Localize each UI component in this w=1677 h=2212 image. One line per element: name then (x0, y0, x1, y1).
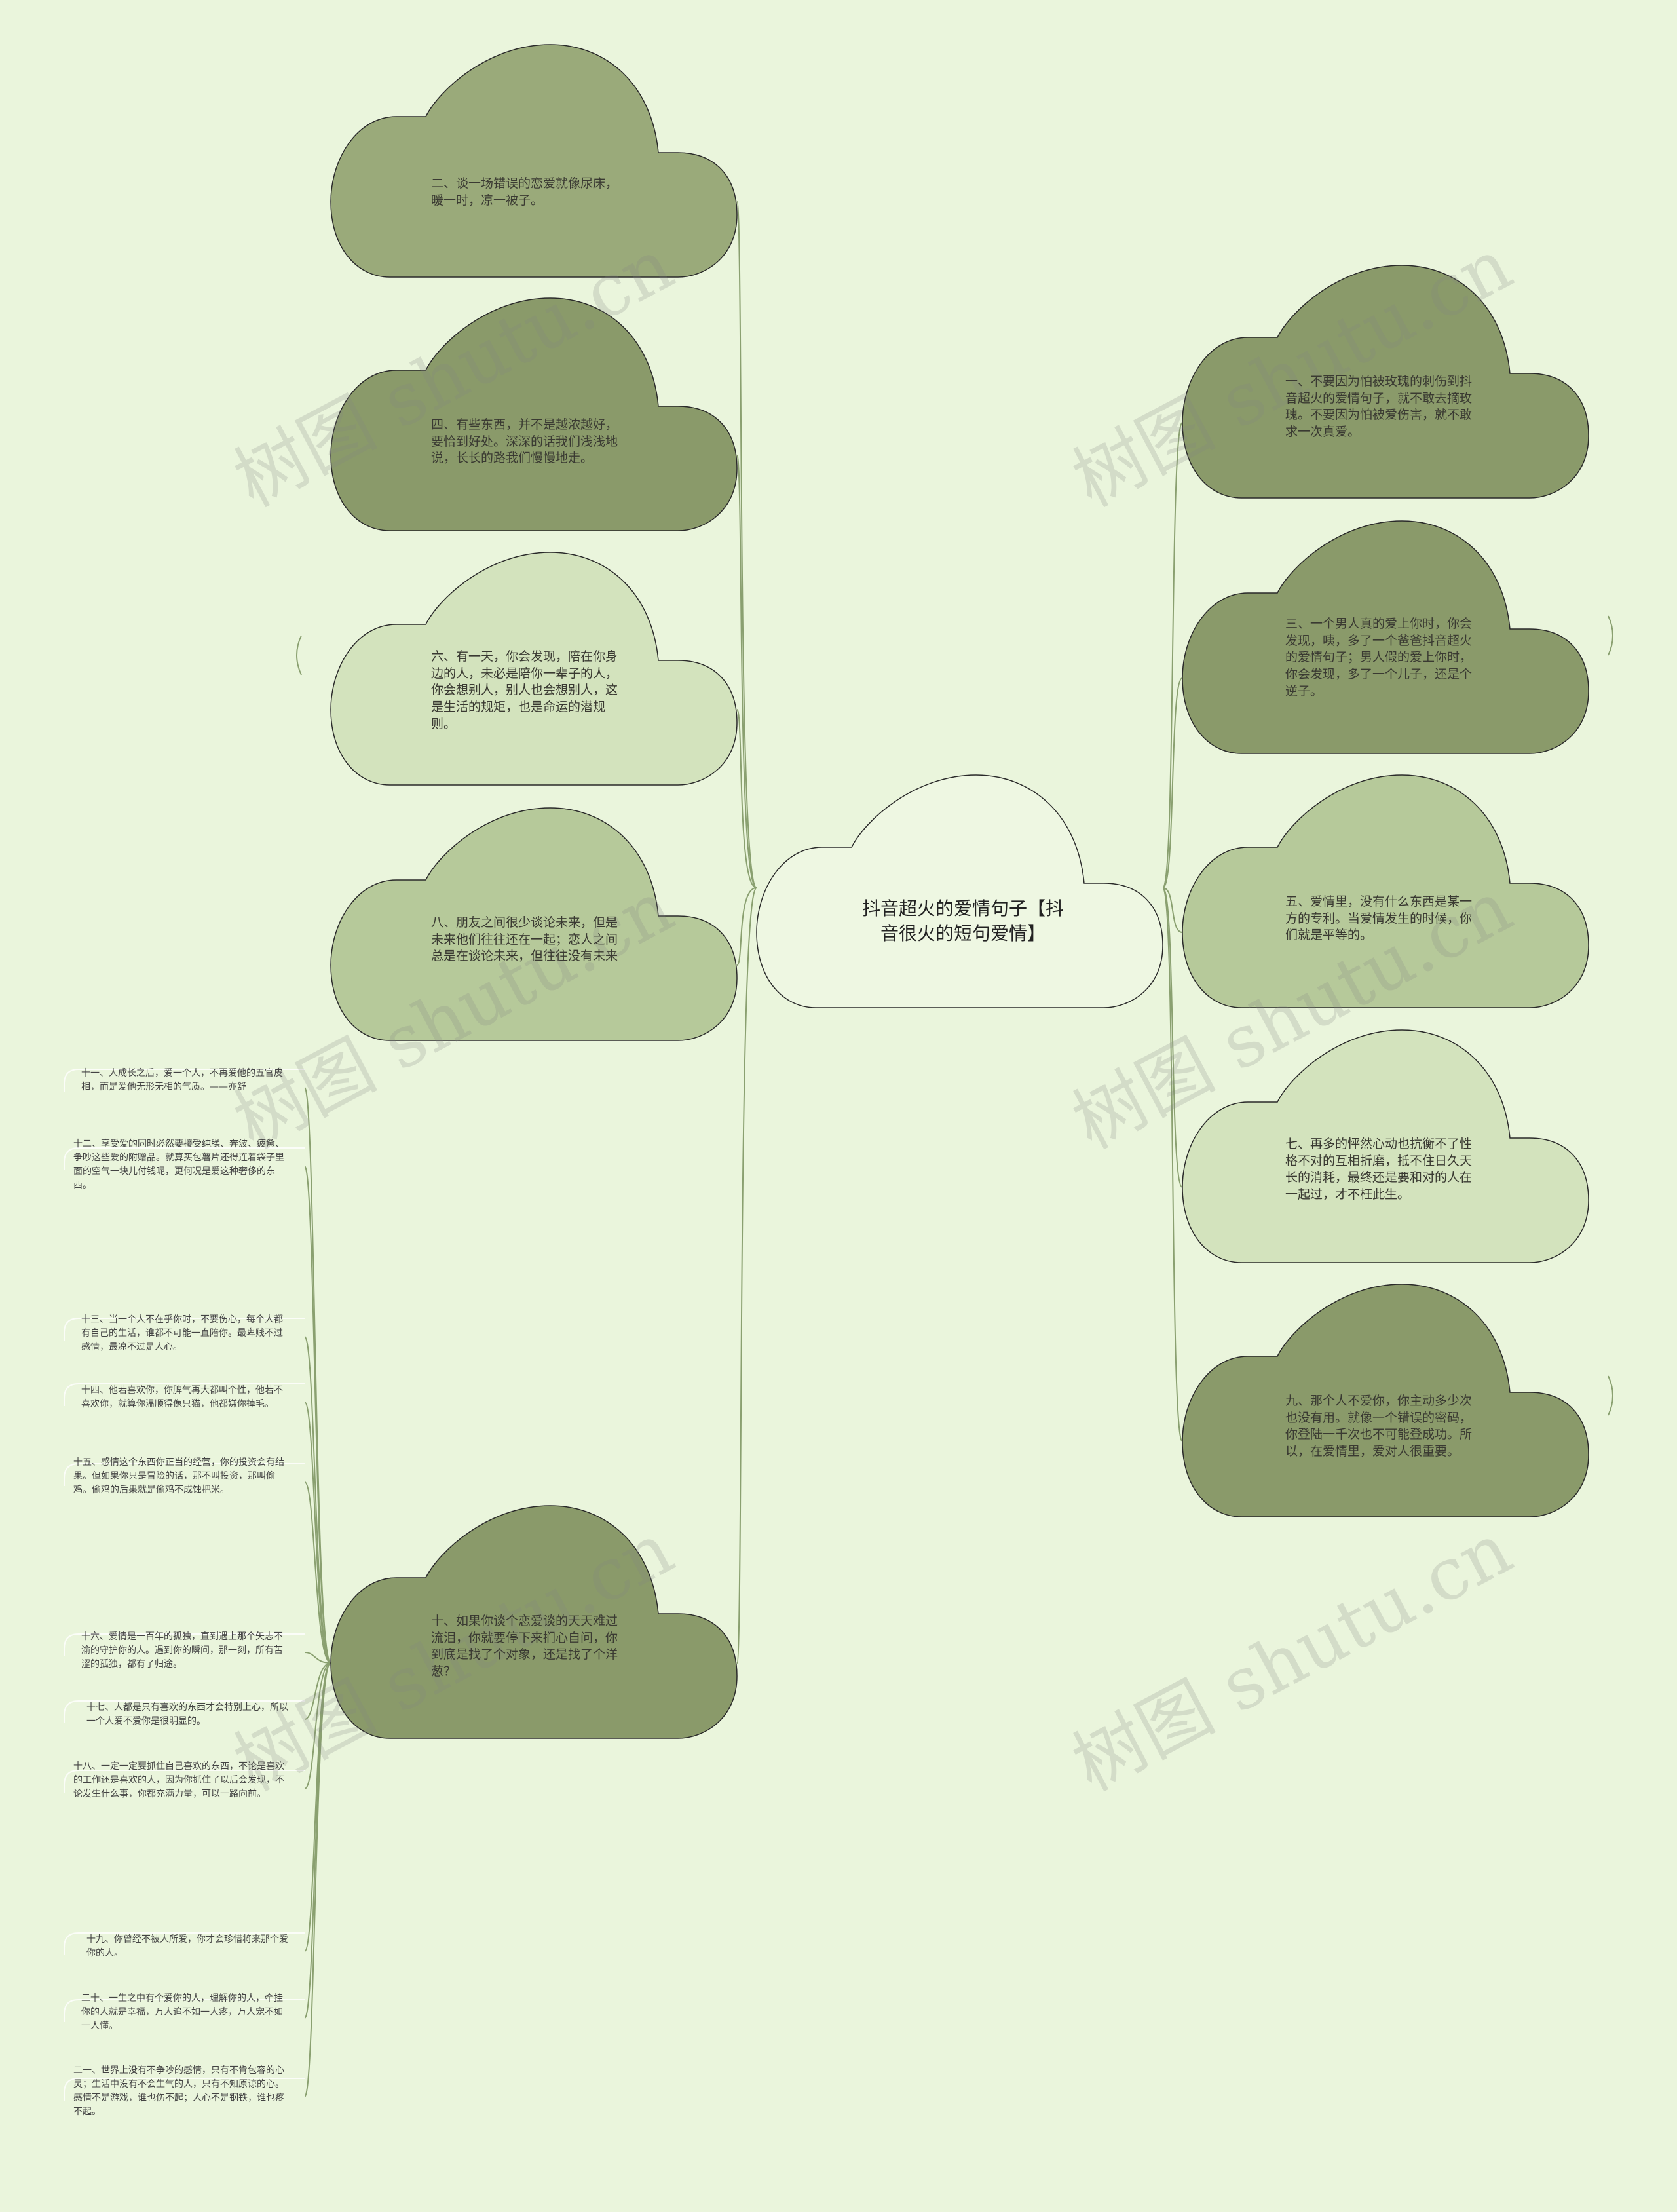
topic-left-3[interactable]: 六、有一天，你会发现，陪在你身边的人，未必是陪你一辈子的人，你会想别人，别人也会… (431, 649, 618, 731)
leaf-12[interactable]: 十二、享受爱的同时必然要接受纯臊、奔波、疲惫、争吵这些爱的附赠品。就算买包薯片还… (73, 1139, 284, 1191)
edge-leaf-19 (304, 1662, 331, 1952)
edge-right-4 (1162, 887, 1183, 1188)
edge-left-3 (736, 709, 757, 888)
leaf-outline-15 (64, 1463, 305, 1486)
leaf-outline-20 (64, 1999, 305, 2022)
edge-leaf-21 (304, 1662, 331, 2097)
central-topic[interactable]: 抖音超火的爱情句子【抖音很火的短句爱情】 (861, 898, 1064, 944)
topic-left-4[interactable]: 八、朋友之间很少谈论未来，但是未来他们往往还在一起；恋人之间总是在谈论未来，但往… (431, 915, 618, 964)
leaf-20[interactable]: 二十、一生之中有个爱你的人，理解你的人，牵挂你的人就是幸福，万人追不如一人疼，万… (81, 1993, 283, 2031)
cloud-right-5 (1182, 1284, 1589, 1517)
edge-leaf-17 (304, 1662, 331, 1720)
leaf-19[interactable]: 十九、你曾经不被人所爱，你才会珍惜将来那个爱你的人。 (86, 1934, 288, 1958)
leaf-outline-12 (64, 1147, 305, 1170)
cloud-center (756, 774, 1163, 1008)
collapse-bracket-1 (296, 635, 302, 676)
cloud-left-4 (330, 807, 738, 1041)
leaf-outlines (64, 1069, 305, 2101)
topic-right-1[interactable]: 一、不要因为怕被玫瑰的刺伤到抖音超火的爱情句子，就不敢去摘玫瑰。不要因为怕被爱伤… (1285, 374, 1473, 439)
edge-right-1 (1162, 422, 1183, 888)
leaf-outline-21 (64, 2078, 305, 2101)
topic-left-1[interactable]: 二、谈一场错误的恋爱就像尿床，暖一时，凉一被子。 (431, 176, 618, 208)
leaf-outline-14 (64, 1383, 305, 1406)
cloud-right-4 (1182, 1029, 1589, 1263)
connector-lines (296, 201, 1613, 2097)
edge-right-5 (1162, 887, 1183, 1442)
cloud-right-1 (1182, 265, 1589, 499)
edge-left-1 (736, 201, 757, 888)
edge-right-2 (1162, 677, 1183, 888)
leaf-outline-18 (64, 1770, 305, 1793)
topic-right-2[interactable]: 三、一个男人真的爱上你时，你会发现，咦，多了一个爸爸抖音超火的爱情句子；男人假的… (1285, 617, 1473, 698)
edge-left-2 (736, 455, 757, 888)
leaf-17[interactable]: 十七、人都是只有喜欢的东西才会特别上心，所以一个人爱不爱你是很明显的。 (86, 1702, 288, 1726)
leaf-outline-17 (64, 1700, 305, 1723)
topic-right-3[interactable]: 五、爱情里，没有什么东西是某一方的专利。当爱情发生的时候，你们就是平等的。 (1285, 894, 1473, 943)
edge-right-3 (1162, 887, 1183, 933)
edge-left-5 (736, 887, 757, 1664)
leaf-18[interactable]: 十八、一定一定要抓住自己喜欢的东西，不论是喜欢的工作还是喜欢的人，因为你抓住了以… (73, 1761, 284, 1799)
cloud-left-2 (330, 297, 738, 531)
leaf-15[interactable]: 十五、感情这个东西你正当的经营，你的投资会有结果。但如果你只是冒险的话，那不叫投… (73, 1457, 284, 1495)
cloud-left-3 (330, 552, 738, 786)
edge-leaf-18 (304, 1662, 331, 1789)
collapse-bracket-3 (1608, 1375, 1613, 1416)
topic-left-2[interactable]: 四、有些东西，并不是越浓越好，要恰到好处。深深的话我们浅浅地说，长长的路我们慢慢… (431, 417, 618, 466)
topic-left-5[interactable]: 十、如果你谈个恋爱谈的天天难过流泪，你就要停下来扪心自问，你到底是找了个对象，还… (431, 1614, 618, 1679)
topic-right-4[interactable]: 七、再多的怦然心动也抗衡不了性格不对的互相折磨，抵不住日久天长的消耗，最终还是要… (1285, 1137, 1473, 1202)
topic-right-5[interactable]: 九、那个人不爱你，你主动多少次也没有用。就像一个错误的密码，你登陆一千次也不可能… (1285, 1394, 1473, 1459)
leaf-14[interactable]: 十四、他若喜欢你，你脾气再大都叫个性，他若不喜欢你，就算你温顺得像只猫，他都嫌你… (81, 1385, 283, 1409)
cloud-shapes (330, 44, 1589, 1739)
cloud-right-2 (1182, 520, 1589, 754)
edge-leaf-15 (304, 1481, 331, 1664)
cloud-left-1 (330, 44, 738, 278)
edge-leaf-16 (304, 1652, 331, 1664)
leaf-11[interactable]: 十一、人成长之后，爱一个人，不再爱他的五官皮相，而是爱他无形无相的气质。——亦舒 (81, 1068, 283, 1092)
collapse-bracket-2 (1608, 615, 1613, 656)
leaf-13[interactable]: 十三、当一个人不在乎你时，不要伤心，每个人都有自己的生活，谁都不可能一直陪你。最… (81, 1314, 283, 1352)
leaf-16[interactable]: 十六、爱情是一百年的孤独，直到遇上那个矢志不渝的守护你的人。遇到你的瞬间，那一刻… (81, 1631, 283, 1669)
edge-leaf-14 (304, 1402, 331, 1664)
leaf-outline-19 (64, 1932, 305, 1955)
cloud-right-3 (1182, 774, 1589, 1008)
leaf-21[interactable]: 二一、世界上没有不争吵的感情，只有不肯包容的心灵；生活中没有不会生气的人，只有不… (73, 2065, 284, 2117)
edge-leaf-12 (304, 1166, 331, 1664)
edge-left-4 (736, 887, 757, 966)
leaf-outline-13 (64, 1318, 305, 1341)
leaf-outline-16 (64, 1633, 305, 1656)
edge-leaf-13 (304, 1336, 331, 1664)
cloud-left-5 (330, 1505, 738, 1739)
leaf-outline-11 (64, 1069, 305, 1092)
